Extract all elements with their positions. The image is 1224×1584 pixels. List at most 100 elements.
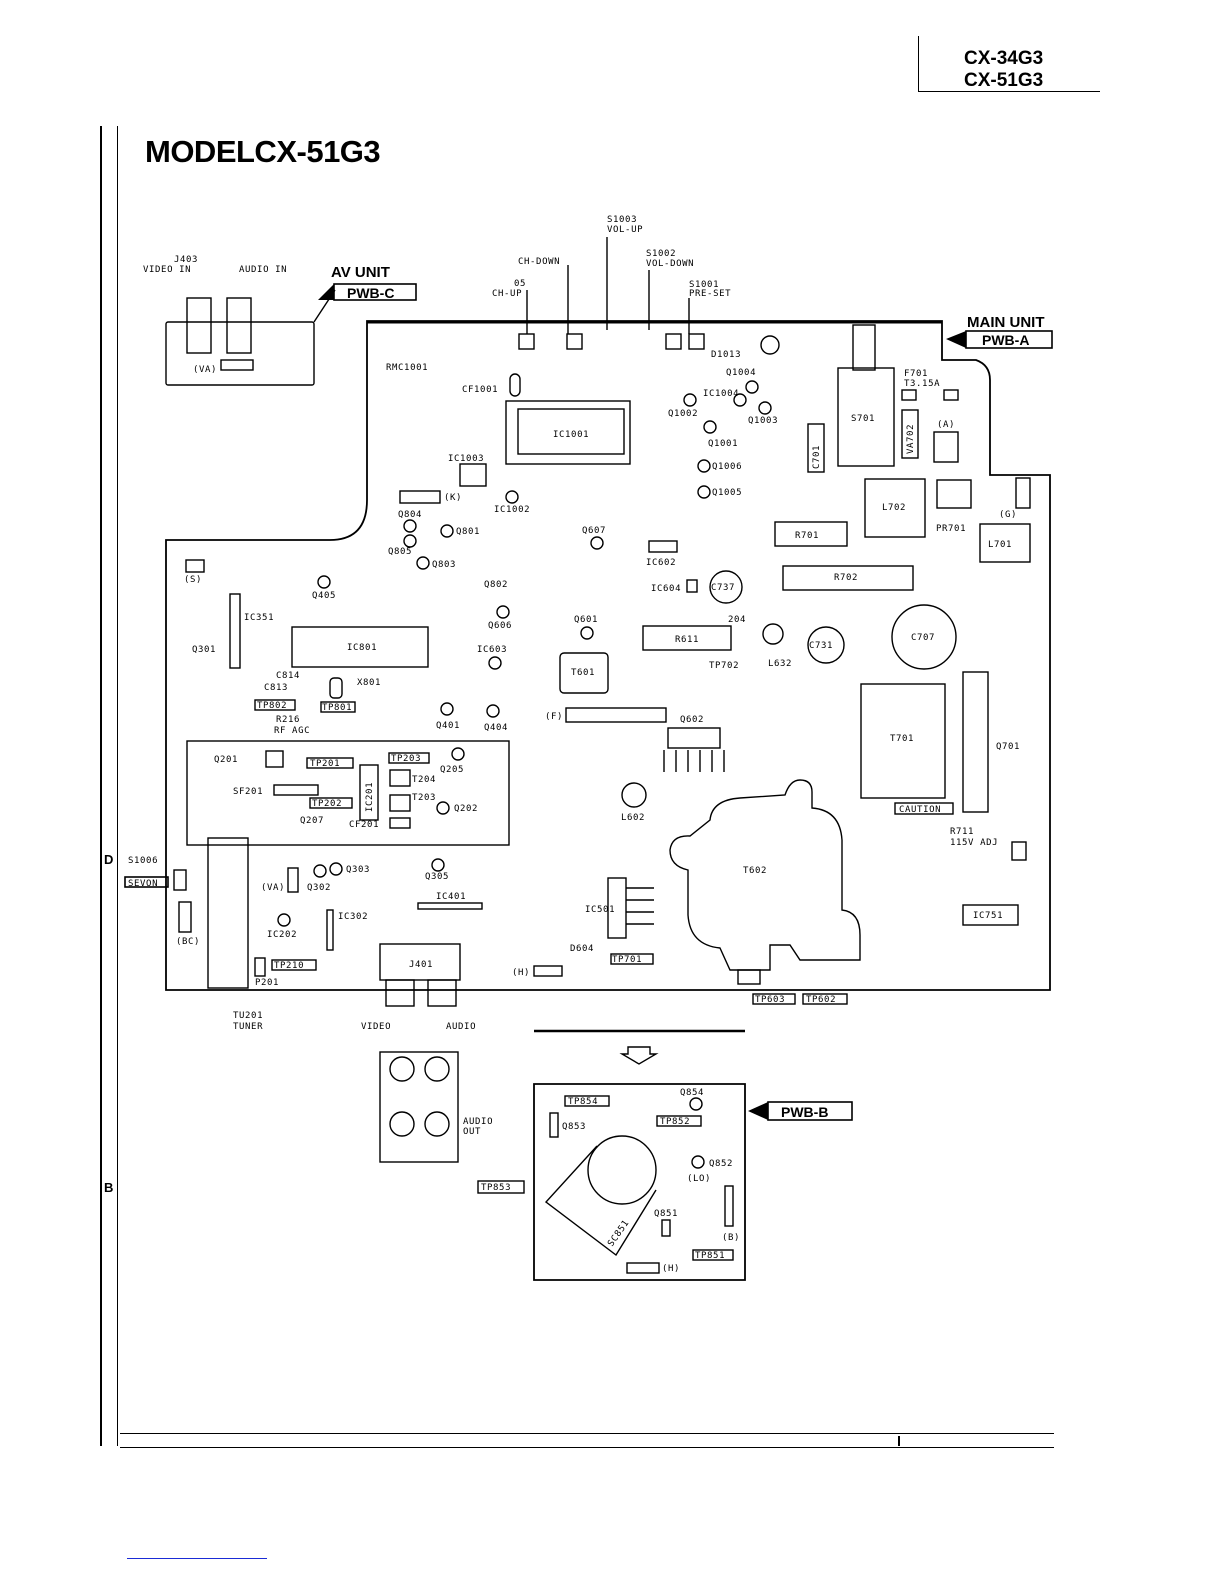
- t204-part: [389, 769, 411, 787]
- main-board-label: PWB-A: [982, 332, 1029, 348]
- l632-coil: [762, 623, 784, 645]
- tp201-part: [306, 757, 354, 769]
- label-l602: L602: [621, 813, 645, 823]
- label-c731: C731: [809, 641, 833, 651]
- label-q601: Q601: [574, 615, 598, 625]
- c701-part: [807, 423, 825, 473]
- label-d1013: D1013: [711, 350, 741, 360]
- label-r701: R701: [795, 531, 819, 541]
- model-numbers: CX-34G3 CX-51G3: [964, 48, 1043, 92]
- ic1002-part: [505, 490, 519, 504]
- h-crt-part: [626, 1262, 660, 1274]
- c737-capacitor: [709, 570, 743, 604]
- label-ic1001: IC1001: [553, 430, 589, 440]
- f701-fuse-2: [943, 389, 959, 401]
- label-h-crt: (H): [662, 1264, 680, 1274]
- label-s701: S701: [851, 414, 875, 424]
- label-q606: Q606: [488, 621, 512, 631]
- label-tp854: TP854: [568, 1097, 598, 1107]
- label-rmc1001: RMC1001: [386, 363, 428, 373]
- label-ic751: IC751: [973, 911, 1003, 921]
- tp852-part: [656, 1115, 702, 1127]
- if-board-outline: [186, 740, 510, 846]
- footer-rule-top: [120, 1433, 1054, 1434]
- label-caution: CAUTION: [899, 805, 941, 815]
- ic501-heatsink: [607, 877, 627, 939]
- r701-resistor: [774, 521, 848, 547]
- c707-capacitor: [891, 604, 957, 670]
- footer-tick: [898, 1436, 900, 1446]
- label-cf1001: CF1001: [462, 385, 498, 395]
- q202-part: [436, 801, 450, 815]
- label-tp210: TP210: [274, 961, 304, 971]
- q805-part: [403, 534, 417, 548]
- sevon-connector: [173, 869, 187, 891]
- q305-part: [431, 858, 445, 872]
- label-q201: Q201: [214, 755, 238, 765]
- pr701-part: [936, 479, 972, 509]
- label-q1002: Q1002: [668, 409, 698, 419]
- crt-socket-icon: [587, 1135, 657, 1205]
- label-ic1003: IC1003: [448, 454, 484, 464]
- label-q401: Q401: [436, 721, 460, 731]
- q405-part: [317, 575, 331, 589]
- down-arrow-icon: [619, 1046, 659, 1065]
- q303-part: [329, 862, 343, 876]
- label-tp603: TP603: [755, 995, 785, 1005]
- label-tp701: TP701: [612, 955, 642, 965]
- av-va-part: [220, 359, 254, 371]
- label-q202: Q202: [454, 804, 478, 814]
- label-ic351: IC351: [244, 613, 274, 623]
- label-q853: Q853: [562, 1122, 586, 1132]
- label-r711: R711: [950, 827, 974, 837]
- audio-in-label: AUDIO IN: [239, 265, 287, 275]
- label-t203: T203: [412, 793, 436, 803]
- audio-jack-bottom-left: [389, 1111, 415, 1137]
- video-in-jack: [186, 297, 212, 354]
- t701-transformer: [860, 683, 946, 799]
- t602-flyback: [669, 779, 861, 971]
- label-tp702: TP702: [709, 661, 739, 671]
- x801-crystal: [329, 677, 343, 699]
- sevon-box: [124, 876, 169, 888]
- label-tuner: TUNER: [233, 1022, 263, 1032]
- h-part: [533, 965, 563, 977]
- label-r216: R216: [276, 715, 300, 725]
- label-s: (S): [184, 575, 202, 585]
- ic603-part: [488, 656, 502, 670]
- label-sf201: SF201: [233, 787, 263, 797]
- margin-mark-b: B: [104, 1180, 114, 1195]
- r711-pot: [1011, 841, 1027, 861]
- ic602-part: [648, 540, 678, 553]
- label-tp851: TP851: [695, 1251, 725, 1261]
- label-x801: X801: [357, 678, 381, 688]
- q851-part: [661, 1219, 671, 1237]
- q1006-part: [697, 459, 711, 473]
- main-unit-label: MAIN UNIT: [967, 314, 1045, 331]
- s701-lead: [852, 324, 876, 371]
- label-a: (A): [937, 420, 955, 430]
- q602-heatsink: [667, 727, 721, 749]
- label-sevon: SEVON: [128, 879, 158, 889]
- label-q805: Q805: [388, 547, 412, 557]
- label-tp202: TP202: [312, 799, 342, 809]
- ic801-chip: [291, 626, 429, 668]
- label-tp802: TP802: [257, 701, 287, 711]
- av-unit-label: AV UNIT: [331, 264, 390, 281]
- av-board-outline: [165, 321, 315, 386]
- label-q305: Q305: [425, 872, 449, 882]
- label-c737: C737: [711, 583, 735, 593]
- va702-part: [901, 409, 919, 459]
- label-t701: T701: [890, 734, 914, 744]
- label-ic604: IC604: [651, 584, 681, 594]
- label-204: 204: [728, 615, 746, 625]
- label-tp602: TP602: [806, 995, 836, 1005]
- label-r611: R611: [675, 635, 699, 645]
- s05-label: 05: [514, 279, 526, 289]
- label-k: (K): [444, 493, 462, 503]
- label-ic501: IC501: [585, 905, 615, 915]
- header-divider: [918, 36, 919, 92]
- sc851-socket: [544, 1145, 657, 1257]
- q701-heatsink: [962, 671, 989, 813]
- label-tp853: TP853: [481, 1183, 511, 1193]
